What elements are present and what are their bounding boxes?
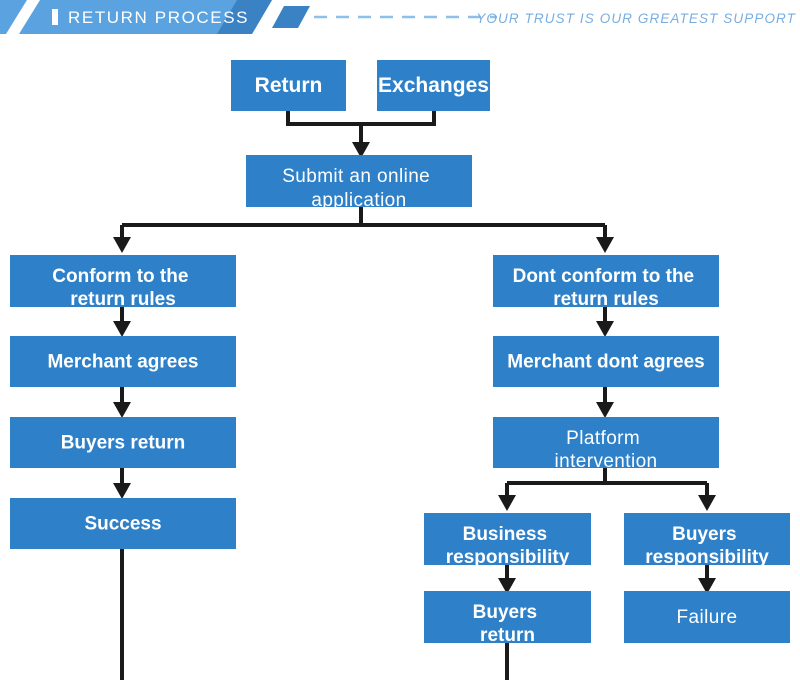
node-buyers-resp-line-1: Buyers: [672, 524, 736, 545]
edge-merchant-dont-to-platform: [596, 387, 614, 418]
node-buyers-responsibility[interactable]: Buyers responsibility: [624, 513, 790, 568]
node-dont-conform-rules[interactable]: Dont conform to the return rules: [493, 255, 719, 310]
edge-business-resp-to-buyers-return: [498, 565, 516, 594]
header-detached-chip: [272, 6, 310, 28]
edge-dont-conform-to-merchant-dont: [596, 307, 614, 337]
header-graphic: RETURN PROCESS YOUR TRUST IS OUR GREATES…: [0, 0, 796, 34]
edge-merchant-agrees-to-buyers-return: [113, 387, 131, 418]
page-header: RETURN PROCESS YOUR TRUST IS OUR GREATES…: [0, 0, 800, 34]
node-return-label: Return: [255, 74, 323, 97]
node-dont-conform-line-2: return rules: [553, 289, 659, 310]
header-title: RETURN PROCESS: [68, 8, 249, 27]
flowchart-graphic: Return Exchanges Submit an online applic…: [10, 60, 790, 680]
node-dont-conform-rules-label: Dont conform to the return rules: [513, 266, 700, 310]
node-platform-line-2: intervention: [554, 451, 657, 472]
node-business-responsibility-label: Business responsibility: [446, 524, 570, 568]
edge-buyers-resp-to-failure: [698, 565, 716, 594]
header-slash-divider: [6, 0, 40, 34]
node-business-resp-line-2: responsibility: [446, 547, 570, 568]
node-exchanges-label: Exchanges: [378, 74, 489, 97]
edge-platform-to-responsibilities: [498, 468, 716, 511]
edge-submit-to-branches: [113, 207, 614, 253]
node-success-label: Success: [84, 514, 161, 535]
node-platform-intervention-label: Platform intervention: [554, 428, 657, 472]
node-failure-label: Failure: [677, 607, 738, 628]
node-submit-line-1: Submit an online: [282, 166, 430, 187]
node-merchant-dont-agrees[interactable]: Merchant dont agrees: [493, 336, 719, 387]
node-platform-intervention[interactable]: Platform intervention: [493, 417, 719, 472]
node-buyers-resp-line-2: responsibility: [645, 547, 769, 568]
node-submit-line-2: application: [311, 190, 406, 211]
node-buyers-return-bottom-label: Buyers return: [473, 602, 543, 646]
node-merchant-agrees[interactable]: Merchant agrees: [10, 336, 236, 387]
node-platform-line-1: Platform: [566, 428, 640, 449]
node-success[interactable]: Success: [10, 498, 236, 549]
edge-buyers-return-to-success: [113, 468, 131, 499]
node-submit-application[interactable]: Submit an online application: [246, 155, 472, 211]
node-exchanges[interactable]: Exchanges: [377, 60, 490, 111]
header-tagline: YOUR TRUST IS OUR GREATEST SUPPORT: [476, 11, 796, 26]
connector-layer: [113, 111, 716, 680]
node-buyers-return-left[interactable]: Buyers return: [10, 417, 236, 468]
node-failure[interactable]: Failure: [624, 591, 790, 643]
node-layer: Return Exchanges Submit an online applic…: [10, 60, 790, 646]
node-buyers-return-bot-line-1: Buyers: [473, 602, 537, 623]
node-buyers-responsibility-label: Buyers responsibility: [645, 524, 769, 568]
edge-return-exchanges-to-submit: [286, 111, 436, 158]
node-return[interactable]: Return: [231, 60, 346, 111]
node-conform-line-1: Conform to the: [52, 266, 188, 287]
node-conform-rules-label: Conform to the return rules: [52, 266, 193, 310]
node-buyers-return-bottom[interactable]: Buyers return: [424, 591, 591, 646]
node-business-responsibility[interactable]: Business responsibility: [424, 513, 591, 568]
node-conform-rules[interactable]: Conform to the return rules: [10, 255, 236, 310]
node-merchant-agrees-label: Merchant agrees: [47, 352, 198, 373]
node-submit-application-label: Submit an online application: [282, 166, 436, 211]
node-buyers-return-left-label: Buyers return: [61, 433, 186, 454]
node-merchant-dont-agrees-label: Merchant dont agrees: [507, 352, 704, 373]
node-buyers-return-bot-line-2: return: [480, 625, 535, 646]
header-bar-shape: [0, 0, 272, 34]
return-process-flowchart: Return Exchanges Submit an online applic…: [0, 34, 800, 680]
node-dont-conform-line-1: Dont conform to the: [513, 266, 695, 287]
node-business-resp-line-1: Business: [463, 524, 547, 545]
edge-conform-to-merchant-agrees: [113, 307, 131, 337]
header-marker-icon: [52, 9, 58, 25]
header-accent-wedge: [217, 0, 272, 34]
node-conform-line-2: return rules: [70, 289, 176, 310]
